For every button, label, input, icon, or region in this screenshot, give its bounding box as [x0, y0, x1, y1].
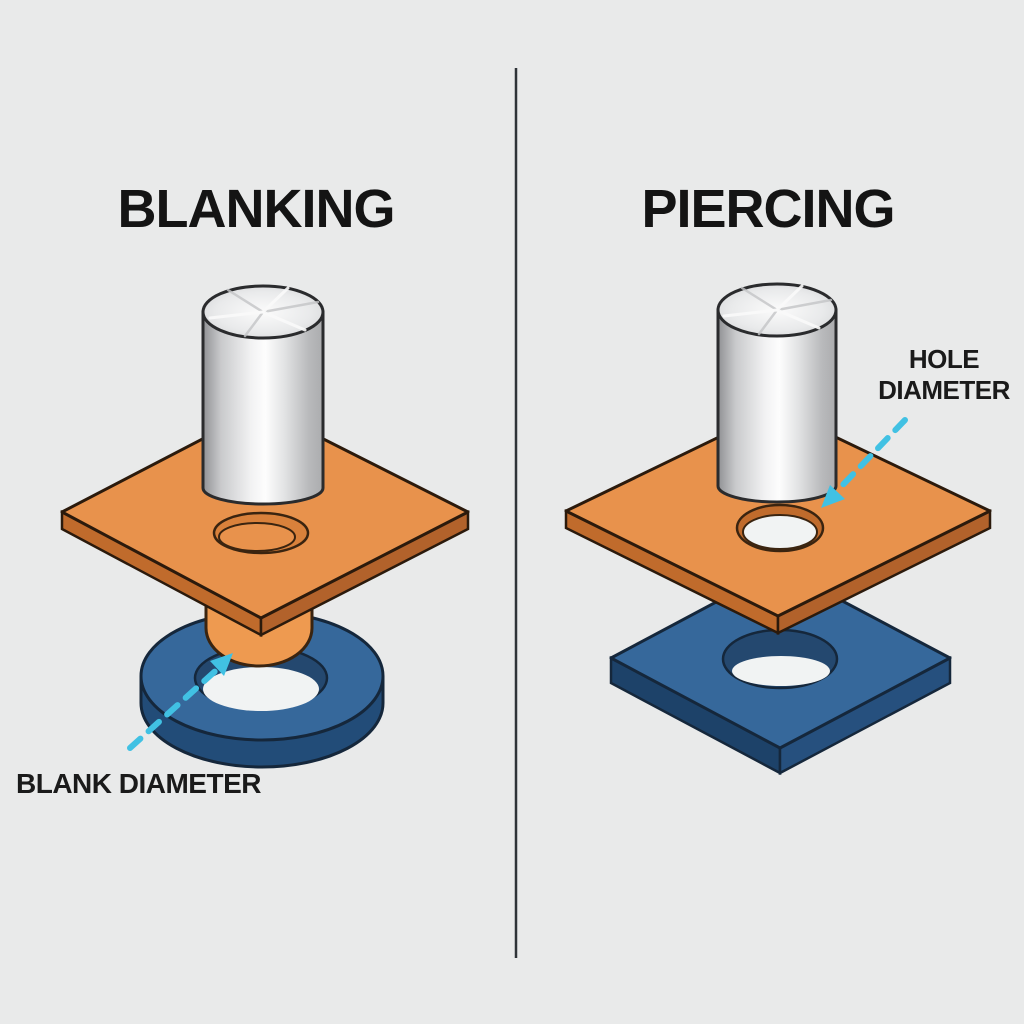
hole-diameter-label: HOLE DIAMETER	[878, 344, 1010, 405]
punch-body	[201, 310, 325, 506]
punch-top-machining-marks	[722, 284, 833, 336]
punch-top-machining-marks	[208, 286, 320, 338]
blanking-sheet	[60, 406, 470, 638]
piercing-sheet	[564, 407, 992, 636]
blank-diameter-arrowhead	[210, 653, 233, 676]
blanking-diagram	[60, 284, 470, 769]
hole-diameter-arrow-line	[833, 417, 908, 495]
blanking-title: BLANKING	[117, 179, 396, 239]
piercing-diagram	[564, 282, 992, 776]
piercing-title: PIERCING	[641, 179, 895, 239]
blanking-punch	[201, 284, 325, 506]
blank-diameter-arrow-line	[127, 662, 225, 751]
piercing-die-plate	[609, 566, 952, 776]
piercing-punch	[716, 282, 838, 504]
punch-body	[716, 308, 838, 504]
pierced-hole-opening	[742, 514, 818, 550]
die-plate-hole-opening	[732, 656, 830, 686]
blank-diameter-label: BLANK DIAMETER	[16, 768, 262, 799]
blanked-hole-recess	[218, 522, 296, 552]
blank-diameter-arrow	[127, 653, 233, 751]
hole-diameter-arrow	[821, 417, 908, 508]
hole-diameter-arrowhead	[821, 485, 845, 508]
die-ring-hole-opening	[203, 667, 319, 711]
